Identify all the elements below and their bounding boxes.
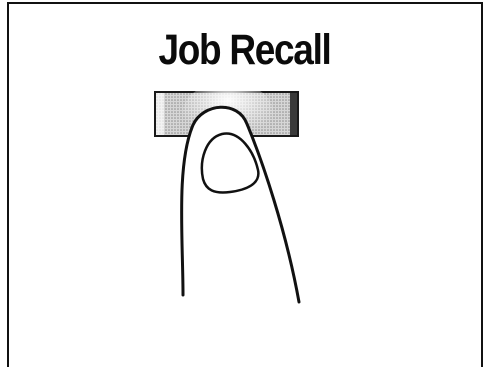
button-press-illustration bbox=[0, 0, 489, 365]
